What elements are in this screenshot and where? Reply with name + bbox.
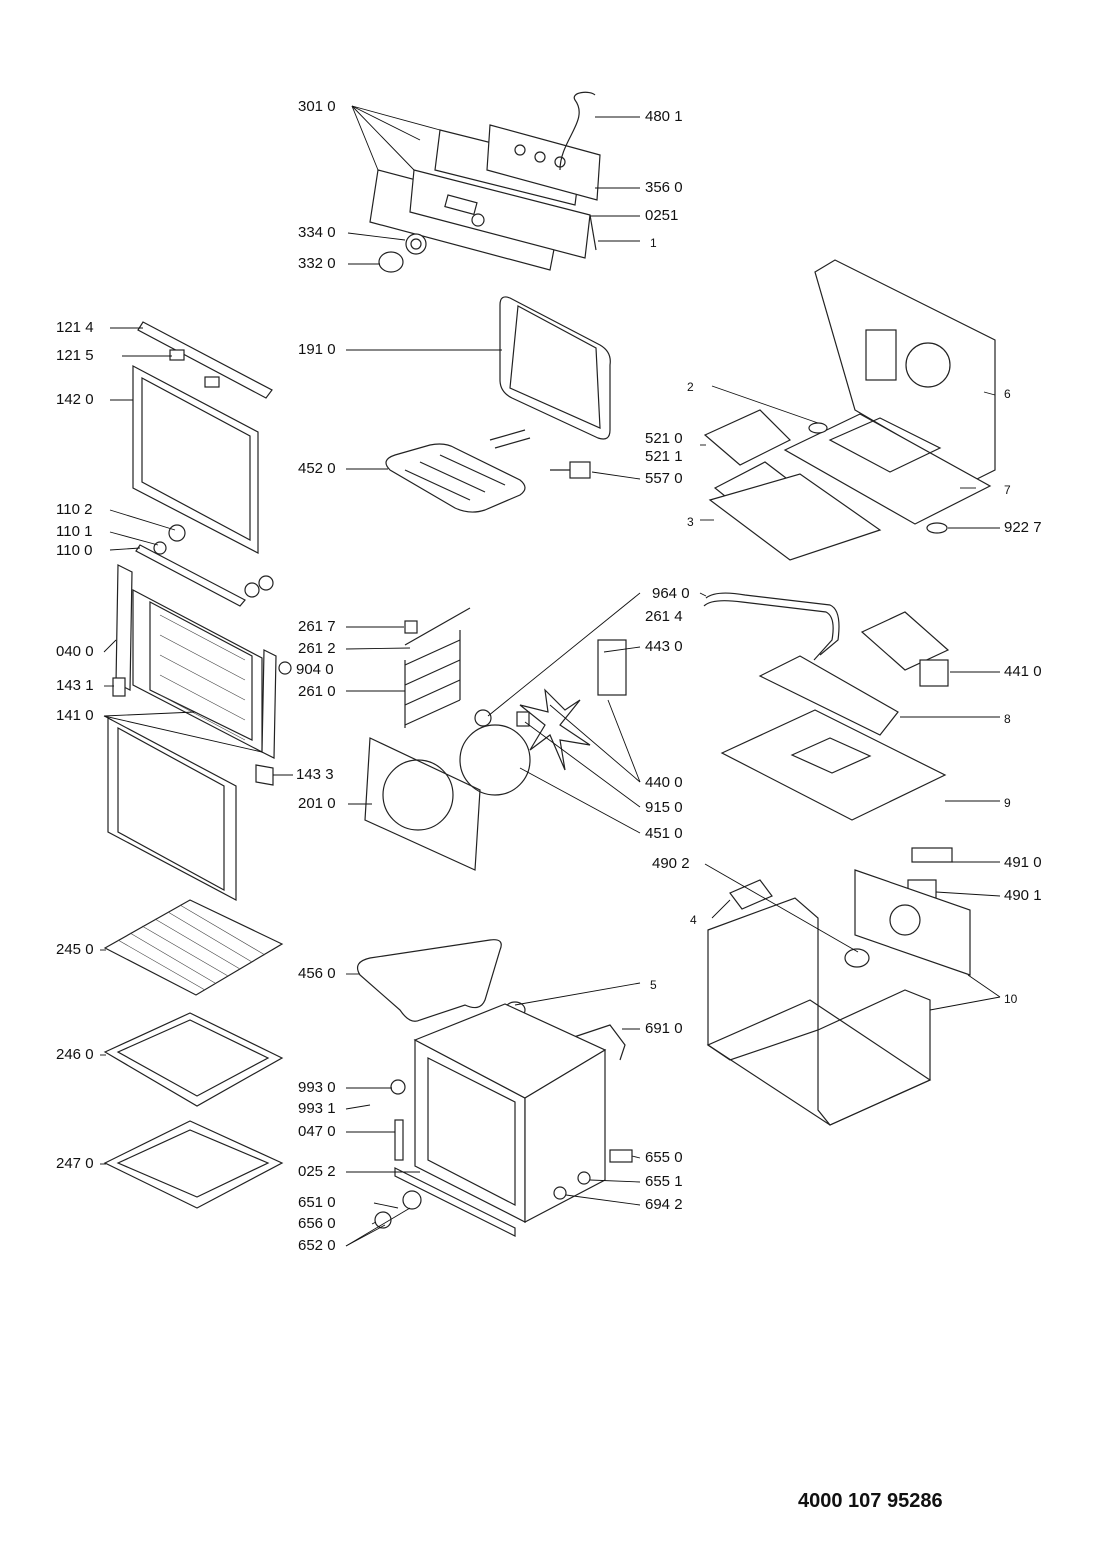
label-456-0: 456 0	[298, 965, 336, 982]
label-0251: 0251	[645, 207, 679, 224]
label-191-0: 191 0	[298, 341, 336, 358]
leader-lines-rear	[700, 385, 1000, 529]
label-261-4: 261 4	[645, 608, 683, 625]
label-443-0: 443 0	[645, 638, 683, 655]
leader-lines-accessories	[100, 949, 106, 1165]
label-2: 2	[687, 380, 694, 394]
label-040-0: 040 0	[56, 643, 94, 660]
label-964-0: 964 0	[652, 585, 690, 602]
label-025-2: 025 2	[298, 1163, 336, 1180]
label-143-3: 143 3	[296, 766, 334, 783]
label-451-0: 451 0	[645, 825, 683, 842]
label-6: 6	[1004, 387, 1011, 401]
gasket-heater	[385, 296, 611, 513]
label-247-0: 247 0	[56, 1155, 94, 1172]
label-121-5: 121 5	[56, 347, 94, 364]
label-694-2: 694 2	[645, 1196, 683, 1213]
label-3: 3	[687, 515, 694, 529]
leader-lines-cavity	[345, 973, 641, 1247]
label-8: 8	[1004, 712, 1011, 726]
label-201-0: 201 0	[298, 795, 336, 812]
label-334-0: 334 0	[298, 224, 336, 241]
control-panel-assembly	[369, 91, 601, 273]
label-915-0: 915 0	[645, 799, 683, 816]
label-651-0: 651 0	[298, 1194, 336, 1211]
label-993-1: 993 1	[298, 1100, 336, 1117]
accessories	[103, 899, 284, 1209]
leader-lines-door	[103, 327, 293, 776]
label-7: 7	[1004, 483, 1011, 497]
label-655-0: 655 0	[645, 1149, 683, 1166]
label-110-1: 110 1	[56, 523, 93, 540]
label-141-0: 141 0	[56, 707, 94, 724]
label-261-2: 261 2	[298, 640, 336, 657]
label-246-0: 246 0	[56, 1046, 94, 1063]
shelf-supports-fan	[278, 607, 627, 871]
label-490-2: 490 2	[652, 855, 690, 872]
label-655-1: 655 1	[645, 1173, 683, 1190]
label-691-0: 691 0	[645, 1020, 683, 1037]
label-1: 1	[650, 236, 657, 250]
duct-fan-housing	[703, 592, 953, 899]
label-110-2: 110 2	[56, 501, 93, 518]
label-521-0: 521 0	[645, 430, 683, 447]
label-652-0: 652 0	[298, 1237, 336, 1254]
label-4: 4	[690, 913, 697, 927]
leader-lines-control	[347, 105, 640, 265]
leader-lines-casing	[704, 863, 1001, 1011]
label-10: 10	[1004, 992, 1018, 1006]
label-143-1: 143 1	[56, 677, 94, 694]
leader-lines-supports	[345, 592, 641, 834]
label-904-0: 904 0	[296, 661, 334, 678]
label-490-1: 490 1	[1004, 887, 1042, 904]
door-assembly	[107, 321, 277, 901]
label-9: 9	[1004, 796, 1011, 810]
label-480-1: 480 1	[645, 108, 683, 125]
label-440-0: 440 0	[645, 774, 683, 791]
label-452-0: 452 0	[298, 460, 336, 477]
label-557-0: 557 0	[645, 470, 683, 487]
label-922-7: 922 7	[1004, 519, 1042, 536]
label-121-4: 121 4	[56, 319, 94, 336]
rear-panel-electronics	[703, 259, 996, 561]
oven-cavity	[357, 939, 633, 1237]
label-656-0: 656 0	[298, 1215, 336, 1232]
label-261-7: 261 7	[298, 618, 336, 635]
label-521-1: 521 1	[645, 448, 683, 465]
label-301-0: 301 0	[298, 98, 336, 115]
document-number: 4000 107 95286	[798, 1490, 943, 1512]
leader-lines-duct	[699, 592, 1001, 897]
label-441-0: 441 0	[1004, 663, 1042, 680]
label-491-0: 491 0	[1004, 854, 1042, 871]
label-110-0: 110 0	[56, 542, 93, 559]
label-993-0: 993 0	[298, 1079, 336, 1096]
label-356-0: 356 0	[645, 179, 683, 196]
outer-casing	[706, 869, 971, 1126]
label-142-0: 142 0	[56, 391, 94, 408]
label-261-0: 261 0	[298, 683, 336, 700]
label-5: 5	[650, 978, 657, 992]
label-332-0: 332 0	[298, 255, 336, 272]
label-245-0: 245 0	[56, 941, 94, 958]
leader-lines-gasket	[346, 349, 641, 480]
label-047-0: 047 0	[298, 1123, 336, 1140]
